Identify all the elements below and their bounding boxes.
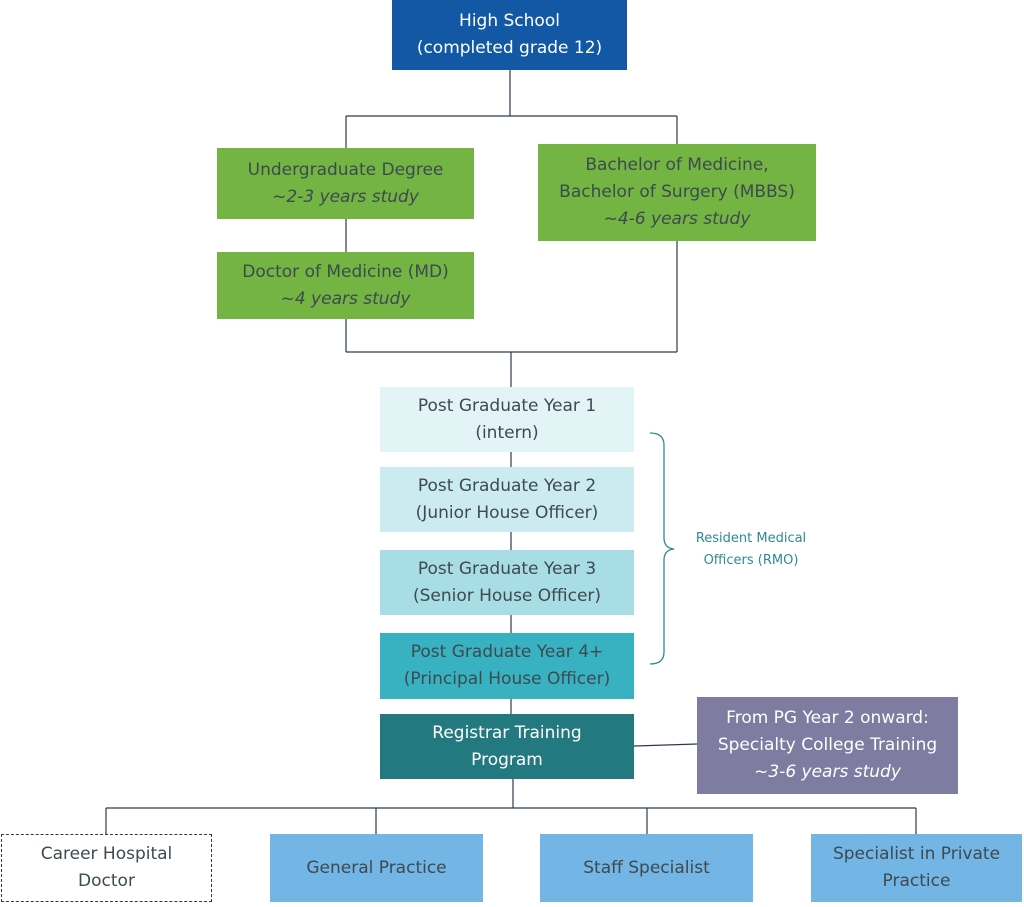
private-line2: Practice bbox=[882, 871, 951, 891]
rmo-label-line1: Resident Medical bbox=[695, 531, 807, 546]
career-line1: Career Hospital bbox=[40, 844, 173, 864]
node-high-school: High School (completed grade 12) bbox=[392, 0, 627, 70]
node-undergraduate-degree: Undergraduate Degree ~2-3 years study bbox=[217, 148, 474, 219]
registrar-title-line2: Program bbox=[471, 749, 543, 770]
node-pg-year-2: Post Graduate Year 2 (Junior House Offic… bbox=[380, 467, 634, 532]
specialty-duration: ~3-6 years study bbox=[754, 762, 901, 782]
pg1-title: Post Graduate Year 1 bbox=[417, 395, 597, 416]
md-title: Doctor of Medicine (MD) bbox=[242, 261, 449, 282]
registrar-title-line1: Registrar Training bbox=[432, 722, 582, 743]
mbbs-title-line2: Bachelor of Surgery (MBBS) bbox=[559, 182, 795, 202]
staff-label: Staff Specialist bbox=[583, 857, 710, 878]
gp-label: General Practice bbox=[306, 857, 447, 878]
node-mbbs: Bachelor of Medicine, Bachelor of Surger… bbox=[538, 144, 816, 241]
node-staff-specialist: Staff Specialist bbox=[540, 834, 753, 902]
pg4-title: Post Graduate Year 4+ bbox=[410, 642, 604, 662]
mbbs-title-line1: Bachelor of Medicine, bbox=[585, 155, 769, 175]
node-private-specialist: Specialist in Private Practice bbox=[811, 834, 1022, 902]
private-line1: Specialist in Private bbox=[832, 844, 1001, 864]
high-school-title: High School bbox=[459, 11, 560, 31]
pg2-title: Post Graduate Year 2 bbox=[417, 475, 597, 496]
specialty-line1: From PG Year 2 onward: bbox=[726, 708, 929, 728]
undergrad-duration: ~2-3 years study bbox=[272, 186, 419, 207]
node-doctor-of-medicine: Doctor of Medicine (MD) ~4 years study bbox=[217, 252, 474, 319]
node-registrar-training: Registrar Training Program bbox=[380, 714, 634, 779]
node-career-hospital-doctor: Career Hospital Doctor bbox=[1, 834, 212, 902]
node-pg-year-1: Post Graduate Year 1 (intern) bbox=[380, 387, 634, 452]
undergrad-title: Undergraduate Degree bbox=[247, 159, 444, 180]
rmo-label-line2: Officers (RMO) bbox=[703, 553, 799, 568]
pg2-role: (Junior House Officer) bbox=[415, 502, 599, 523]
pg1-role: (intern) bbox=[475, 422, 539, 443]
node-specialty-college: From PG Year 2 onward: Specialty College… bbox=[697, 697, 958, 794]
rmo-brace bbox=[649, 432, 675, 665]
pg3-title: Post Graduate Year 3 bbox=[417, 558, 597, 579]
connector-registrar-specialty bbox=[633, 743, 698, 747]
node-pg-year-3: Post Graduate Year 3 (Senior House Offic… bbox=[380, 550, 634, 615]
specialty-line2: Specialty College Training bbox=[717, 735, 938, 755]
node-general-practice: General Practice bbox=[270, 834, 483, 902]
high-school-subtitle: (completed grade 12) bbox=[416, 38, 603, 58]
mbbs-duration: ~4-6 years study bbox=[603, 209, 751, 229]
pg4-role: (Principal House Officer) bbox=[403, 669, 611, 689]
md-duration: ~4 years study bbox=[280, 288, 411, 309]
career-line2: Doctor bbox=[78, 871, 135, 891]
rmo-label: Resident Medical Officers (RMO) bbox=[676, 528, 826, 572]
pg3-role: (Senior House Officer) bbox=[412, 585, 602, 606]
node-pg-year-4: Post Graduate Year 4+ (Principal House O… bbox=[380, 633, 634, 699]
